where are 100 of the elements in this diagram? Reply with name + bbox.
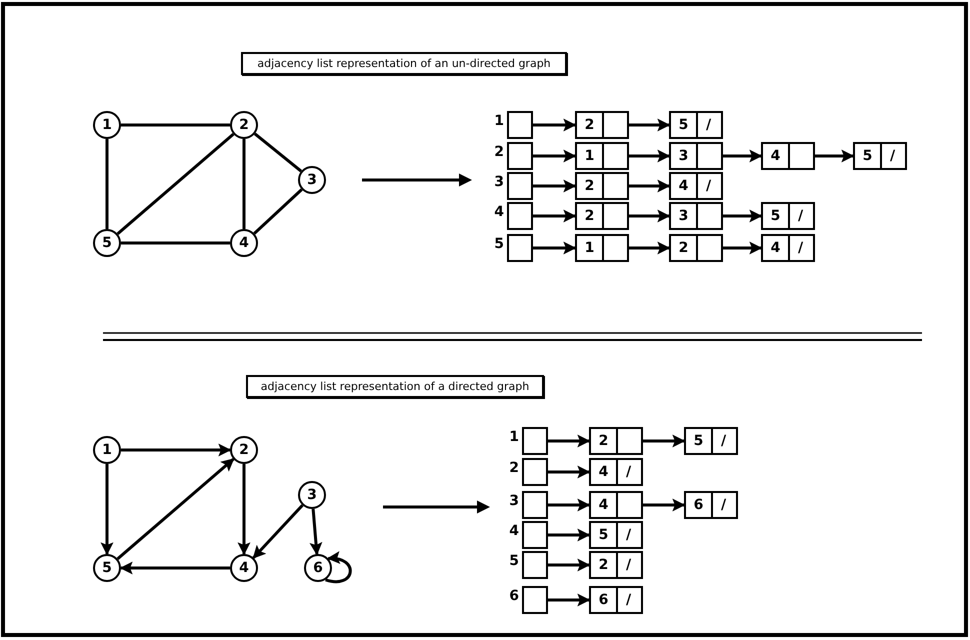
node-value: 4 (678, 177, 690, 196)
list-head-box (522, 458, 548, 486)
node-value: 2 (678, 239, 690, 258)
null-pointer-mark: / (720, 496, 728, 515)
edge-line (121, 124, 230, 126)
edge-line (253, 188, 303, 235)
node-value: 2 (598, 556, 610, 575)
row-number: 4 (493, 203, 504, 221)
node-value: 6 (598, 591, 610, 610)
arrow (629, 118, 670, 132)
list-node-box (853, 142, 907, 170)
list-head-box (522, 586, 548, 614)
null-pointer-mark: / (624, 526, 632, 545)
list-head-box (507, 202, 533, 230)
row-number: 2 (493, 143, 504, 161)
vertex-circle: 5 (93, 229, 121, 257)
arrow (629, 210, 670, 222)
node-value: 5 (678, 116, 690, 135)
null-pointer-mark: / (624, 556, 632, 575)
arrow (629, 150, 670, 162)
node-value: 4 (770, 147, 782, 166)
list-node-box (575, 234, 629, 262)
node-value: 4 (598, 463, 610, 482)
list-node-box (761, 234, 815, 262)
list-node-box (669, 234, 723, 262)
null-pointer-mark: / (888, 147, 896, 166)
node-value: 6 (692, 496, 704, 515)
edge-line (116, 133, 234, 235)
row-number: 5 (508, 552, 519, 570)
list-node-box (669, 142, 723, 170)
vertex-circle: 2 (230, 436, 258, 464)
arrow (548, 498, 590, 512)
vertex-circle: 4 (230, 554, 258, 582)
node-value: 2 (598, 432, 610, 451)
title-box: adjacency list representation of an un-directed graph (241, 52, 567, 75)
list-node-box (575, 202, 629, 230)
arrow (533, 242, 576, 254)
row-number: 3 (493, 173, 504, 191)
node-value: 2 (584, 116, 596, 135)
list-head-box (522, 551, 548, 579)
vertex-circle: 6 (304, 554, 332, 582)
edge-line (106, 139, 108, 229)
arrow (548, 466, 590, 478)
null-pointer-mark: / (704, 177, 712, 196)
list-node-box (669, 172, 723, 200)
arrow (723, 242, 762, 254)
arrow (548, 434, 590, 448)
list-node-box (589, 521, 643, 549)
null-pointer-mark: / (624, 463, 632, 482)
arrow (815, 150, 854, 162)
arrow (643, 498, 686, 512)
arrow (723, 210, 762, 222)
null-pointer-mark: / (796, 239, 804, 258)
list-node-box (589, 551, 643, 579)
list-node-box (761, 142, 815, 170)
row-number: 5 (493, 235, 504, 253)
arrow (252, 504, 304, 559)
node-value: 1 (584, 239, 596, 258)
node-value: 5 (770, 207, 782, 226)
list-head-box (507, 111, 533, 139)
node-value: 5 (862, 147, 874, 166)
list-node-box (589, 427, 643, 455)
row-number: 6 (508, 587, 519, 605)
list-head-box (522, 491, 548, 519)
node-value: 1 (584, 147, 596, 166)
arrow (548, 594, 590, 606)
arrow (548, 558, 590, 572)
vertex-circle: 5 (93, 554, 121, 582)
node-value: 4 (770, 239, 782, 258)
arrow (533, 150, 576, 162)
arrow (643, 434, 686, 448)
node-value: 5 (598, 526, 610, 545)
list-head-box (522, 521, 548, 549)
arrow (309, 508, 322, 556)
list-node-box (669, 111, 723, 139)
arrow (121, 444, 232, 456)
arrow (723, 150, 762, 162)
arrow (238, 464, 250, 556)
null-pointer-mark: / (720, 432, 728, 451)
arrow (325, 552, 352, 584)
null-pointer-mark: / (624, 591, 632, 610)
list-node-box (589, 491, 643, 519)
vertex-circle: 1 (93, 436, 121, 464)
list-node-box (575, 172, 629, 200)
arrow (629, 180, 670, 192)
node-value: 4 (598, 496, 610, 515)
edge-line (254, 132, 302, 172)
list-node-box (684, 491, 738, 519)
node-value: 2 (584, 177, 596, 196)
list-node-box (684, 427, 738, 455)
list-head-box (522, 427, 548, 455)
list-node-box (575, 142, 629, 170)
arrow (629, 242, 670, 254)
list-head-box (507, 234, 533, 262)
arrow (533, 210, 576, 222)
edge-line (242, 139, 246, 229)
node-value: 3 (678, 147, 690, 166)
list-node-box (589, 586, 643, 614)
arrow (533, 118, 576, 132)
vertex-circle: 4 (230, 229, 258, 257)
